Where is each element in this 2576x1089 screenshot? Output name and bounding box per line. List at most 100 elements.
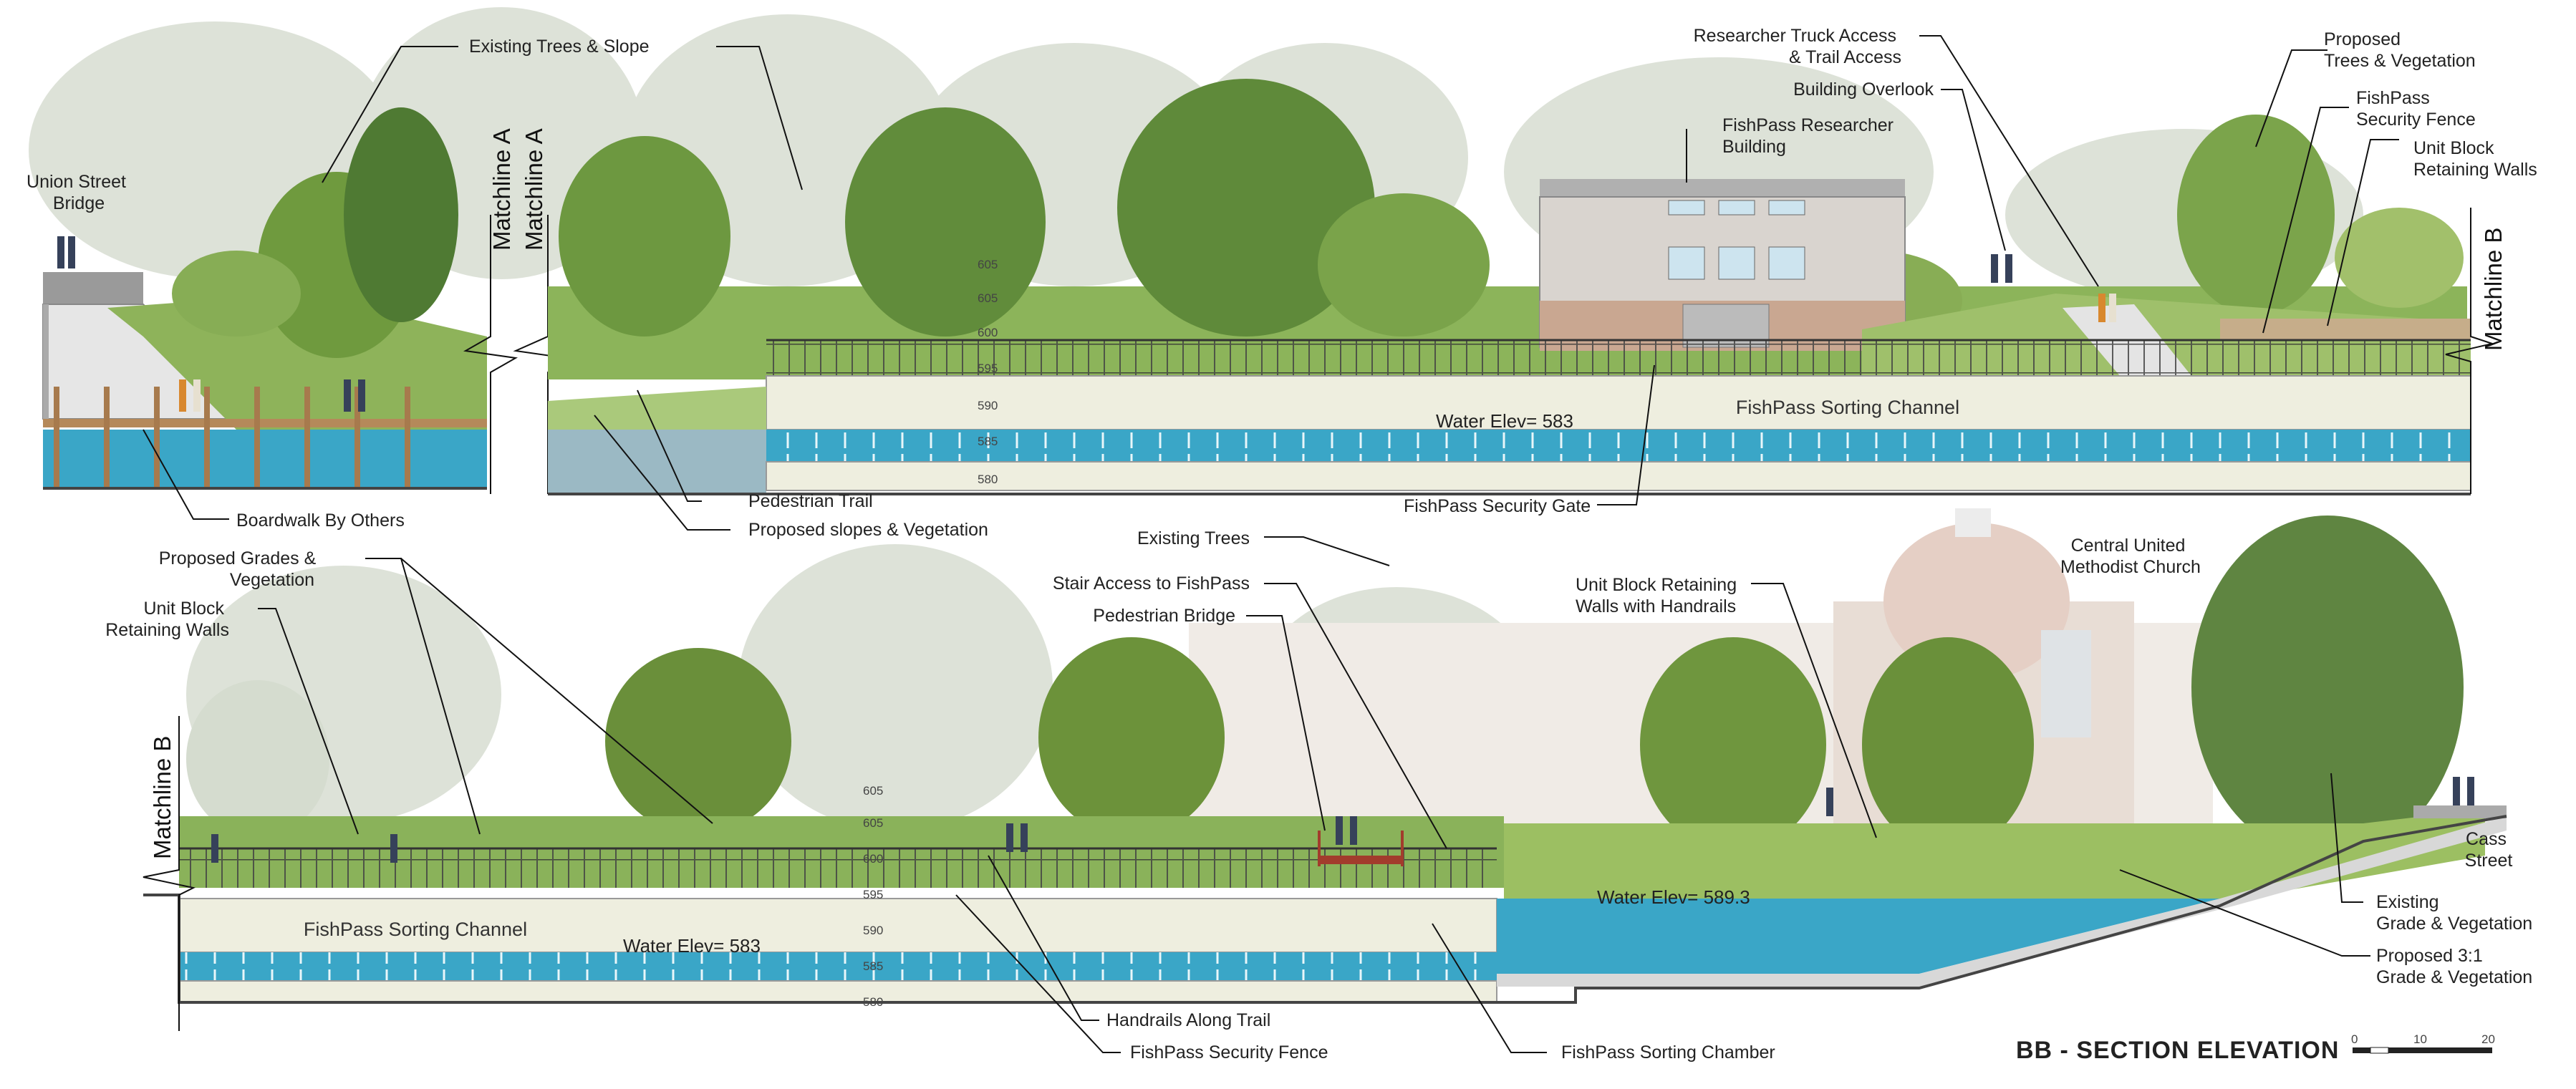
researcher-building-line2: Building — [1722, 137, 1786, 157]
researcher-building-line1: FishPass Researcher — [1722, 115, 1894, 135]
security-gate-label: FishPass Security Gate — [1404, 496, 1591, 516]
top-elevation-ticks: 605 605 600 595 590 585 580 — [978, 258, 998, 486]
top-section: 605 605 600 595 590 585 580 Union — [26, 7, 2537, 540]
researcher-truck-label: Researcher Truck Access & Trail Access — [1694, 26, 1901, 67]
top-channel-structure — [548, 79, 2471, 495]
proposed-grade-line2: Grade & Vegetation — [2376, 967, 2532, 987]
researcher-building — [1539, 179, 1906, 351]
matchline-b-break-top — [2445, 208, 2495, 494]
cass-street-line2: Street — [2465, 851, 2513, 871]
bottom-channel-water — [179, 952, 1497, 981]
security-fence-top-line2: Security Fence — [2356, 110, 2476, 130]
existing-trees-label: Existing Trees — [1137, 528, 1250, 548]
matchline-b-break-bottom — [143, 716, 196, 1031]
cass-street-line1: Cass — [2466, 829, 2507, 849]
bottom-sorting-channel-label: FishPass Sorting Channel — [304, 919, 527, 940]
people-top — [57, 236, 2116, 412]
top-sorting-channel-label: FishPass Sorting Channel — [1736, 397, 1959, 418]
pedestrian-bridge-label: Pedestrian Bridge — [1093, 606, 1235, 626]
unit-block-handrails-line1: Unit Block Retaining — [1576, 575, 1737, 595]
boardwalk-label: Boardwalk By Others — [236, 510, 405, 531]
cass-street — [2413, 805, 2507, 818]
security-fence-top-label: FishPass Security Fence — [2356, 88, 2476, 130]
unit-block-walls-top-line2: Retaining Walls — [2413, 160, 2537, 180]
bottom-water-elev-right-label: Water Elev= 589.3 — [1597, 886, 1750, 908]
bottom-elev-595: 595 — [863, 888, 883, 901]
unit-block-walls-top-line1: Unit Block — [2413, 138, 2494, 158]
scale-bar: 0 10 20 — [2351, 1032, 2495, 1054]
researcher-truck-line2: & Trail Access — [1789, 47, 1901, 67]
bottom-leaders — [258, 536, 2370, 1053]
pedestrian-bridge — [1318, 831, 1404, 866]
proposed-grades-line1: Proposed Grades & — [159, 548, 317, 568]
cass-street-label: Cass Street — [2465, 829, 2513, 871]
existing-grade-line2: Grade & Vegetation — [2376, 914, 2532, 934]
security-fence-top-line1: FishPass — [2356, 88, 2430, 108]
stair-access-label: Stair Access to FishPass — [1053, 573, 1250, 594]
matchline-a-left-label: Matchline A — [488, 128, 515, 251]
bottom-trees — [186, 516, 2464, 859]
unit-block-walls-top-label: Unit Block Retaining Walls — [2413, 138, 2537, 180]
building-overlook-label: Building Overlook — [1793, 79, 1934, 100]
bottom-elev-600: 600 — [863, 852, 883, 866]
researcher-truck-line1: Researcher Truck Access — [1694, 26, 1896, 46]
unit-block-handrails-label: Unit Block Retaining Walls with Handrail… — [1576, 575, 1742, 616]
proposed-grade-line1: Proposed 3:1 — [2376, 946, 2483, 966]
unit-block-walls-bottom-line2: Retaining Walls — [105, 620, 229, 640]
scale-bar-10: 10 — [2413, 1032, 2427, 1046]
top-elev-590: 590 — [978, 399, 998, 412]
bottom-elev-605b: 605 — [863, 816, 883, 830]
bottom-fence — [179, 848, 1497, 888]
top-elev-595: 595 — [978, 362, 998, 375]
proposed-trees-line2: Trees & Vegetation — [2324, 51, 2476, 71]
top-water-elev-label: Water Elev= 583 — [1436, 410, 1573, 432]
proposed-trees-line1: Proposed — [2324, 29, 2401, 49]
church-line1: Central United — [2071, 536, 2186, 556]
left-slope-vegetation — [107, 107, 487, 430]
proposed-grades-line2: Vegetation — [230, 570, 314, 590]
scale-bar-0: 0 — [2351, 1032, 2358, 1046]
top-elev-605a: 605 — [978, 258, 998, 271]
bottom-water-elev-left-label: Water Elev= 583 — [623, 935, 761, 957]
top-leaders — [143, 35, 2399, 531]
scale-bar-20: 20 — [2481, 1032, 2495, 1046]
union-street-bridge-label: Union Street Bridge — [26, 172, 131, 213]
union-street-bridge-line1: Union Street — [26, 172, 126, 192]
proposed-grades-label: Proposed Grades & Vegetation — [159, 548, 322, 590]
title-block: BB - SECTION ELEVATION 0 10 20 — [2016, 1032, 2495, 1064]
matchline-a-right-label: Matchline A — [521, 128, 547, 251]
union-street-bridge-line2: Bridge — [53, 193, 105, 213]
bottom-channel-floor — [178, 980, 1497, 1003]
bottom-elev-580: 580 — [863, 995, 883, 1009]
handrails-trail-label: Handrails Along Trail — [1106, 1010, 1270, 1030]
existing-grade-line1: Existing — [2376, 892, 2439, 912]
unit-block-walls-bottom-line1: Unit Block — [144, 599, 225, 619]
security-fence-bottom-label: FishPass Security Fence — [1130, 1042, 1328, 1063]
bottom-labels: Proposed Grades & Vegetation Unit Block … — [105, 528, 2532, 1063]
bottom-elevation-ticks: 605 605 600 595 590 585 580 — [863, 784, 883, 1009]
left-boardwalk — [43, 387, 487, 490]
existing-grade-label: Existing Grade & Vegetation — [2376, 892, 2532, 934]
pedestrian-trail-label: Pedestrian Trail — [748, 491, 873, 511]
drawing-title: BB - SECTION ELEVATION — [2016, 1037, 2339, 1064]
unit-block-handrails-line2: Walls with Handrails — [1576, 596, 1736, 616]
right-vegetation — [1504, 809, 2485, 902]
bottom-elev-585: 585 — [863, 959, 883, 973]
people-bottom — [211, 777, 2474, 863]
sorting-chamber-label: FishPass Sorting Chamber — [1561, 1042, 1775, 1063]
top-elev-605b: 605 — [978, 291, 998, 305]
matchline-b-bottom-label: Matchline B — [149, 736, 175, 859]
bottom-section: 605 605 600 595 590 585 580 Propo — [105, 508, 2532, 1063]
bottom-elev-590: 590 — [863, 924, 883, 937]
researcher-building-label: FishPass Researcher Building — [1722, 115, 1899, 157]
existing-trees-slope-label: Existing Trees & Slope — [469, 37, 650, 57]
top-elev-580: 580 — [978, 473, 998, 486]
bottom-elev-605a: 605 — [863, 784, 883, 798]
proposed-slopes-label: Proposed slopes & Vegetation — [748, 520, 988, 540]
unit-block-walls-bottom-label: Unit Block Retaining Walls — [105, 599, 229, 640]
top-elev-600: 600 — [978, 326, 998, 339]
sorting-chamber-water — [1497, 899, 2220, 974]
church-line2: Methodist Church — [2060, 557, 2201, 577]
church-label: Central United Methodist Church — [2060, 536, 2201, 577]
